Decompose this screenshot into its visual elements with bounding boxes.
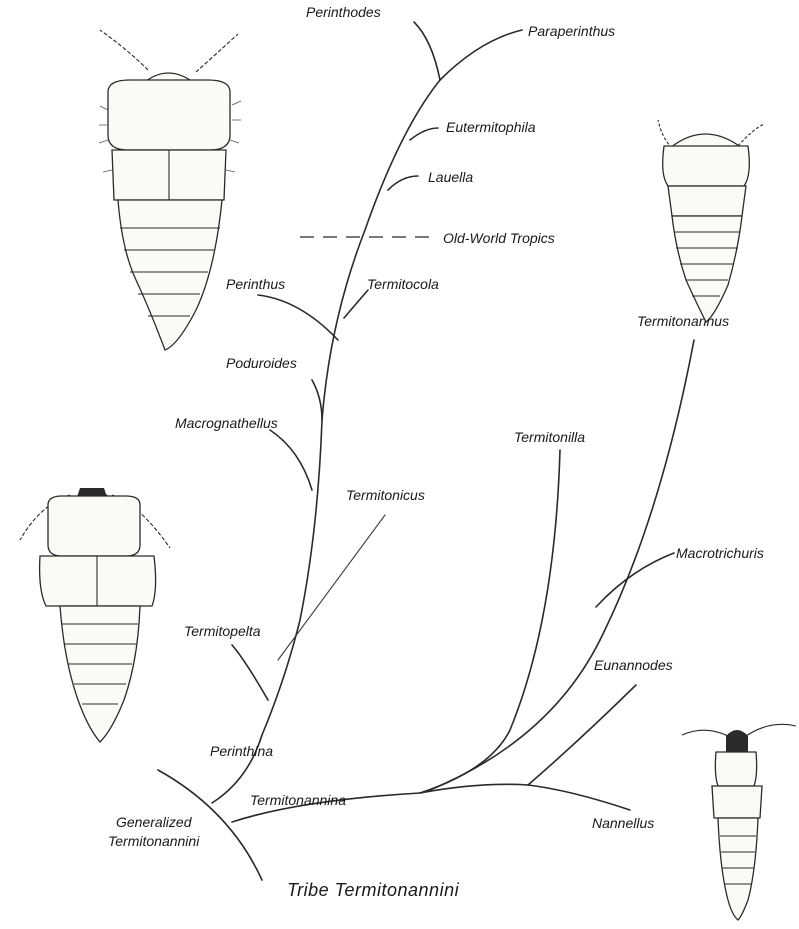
label-macrotrichuris: Macrotrichuris: [676, 545, 764, 561]
label-poduroides: Poduroides: [226, 355, 297, 371]
beetle-illustration-top-right: [658, 120, 764, 322]
label-nannellus: Nannellus: [592, 815, 654, 831]
branch-termitonicus: [278, 515, 385, 660]
beetle-illustration-bottom-right: [682, 724, 796, 920]
label-perinthina: Perinthina: [210, 743, 273, 759]
branch-termitonilla: [420, 450, 560, 793]
label-termitonannina: Termitonannina: [250, 792, 346, 808]
label-termitonannini-generalized: Termitonannini: [108, 833, 200, 849]
beetle-illustration-mid-left: [20, 488, 170, 742]
label-generalized: Generalized: [116, 814, 193, 830]
label-paraperinthus: Paraperinthus: [528, 23, 615, 39]
label-eutermitophila: Eutermitophila: [446, 119, 536, 135]
branch-termitonannina-fork: [420, 784, 528, 793]
branch-macrognathellus: [270, 430, 312, 490]
label-termitonicus: Termitonicus: [346, 487, 425, 503]
label-old-world-tropics: Old-World Tropics: [443, 230, 555, 246]
beetle-illustration-top-left: [99, 30, 241, 350]
label-perinthodes: Perinthodes: [306, 4, 381, 20]
label-termitonilla: Termitonilla: [514, 429, 585, 445]
diagram-title: Tribe Termitonannini: [287, 880, 460, 900]
label-lauella: Lauella: [428, 169, 473, 185]
label-perinthus: Perinthus: [226, 276, 285, 292]
branch-lauella: [388, 176, 418, 190]
branch-termitonannus-trunk: [430, 340, 694, 790]
label-termitonannus: Termitonannus: [637, 313, 729, 329]
branch-eunannodes: [528, 685, 636, 785]
branch-poduroides: [312, 380, 322, 420]
label-macrognathellus: Macrognathellus: [175, 415, 278, 431]
label-termitocola: Termitocola: [367, 276, 439, 292]
label-termitopelta: Termitopelta: [184, 623, 261, 639]
branch-eutermitophila: [410, 128, 438, 140]
branch-nannellus: [528, 785, 630, 810]
branch-perinthodes: [414, 22, 440, 80]
branch-termitocola: [344, 290, 368, 318]
label-eunannodes: Eunannodes: [594, 657, 673, 673]
branch-perinthus: [258, 295, 338, 340]
branch-termitopelta: [232, 645, 268, 700]
